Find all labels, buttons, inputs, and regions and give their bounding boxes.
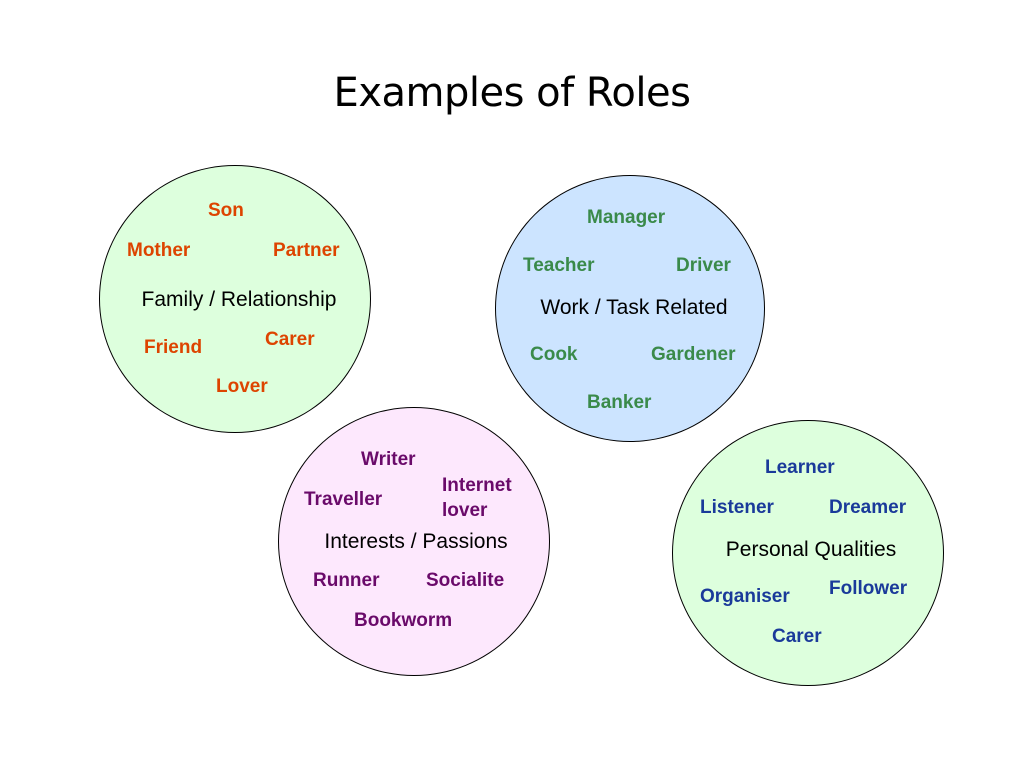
role-mother: Mother (127, 240, 191, 261)
category-interests-passions: Interests / Passions (324, 530, 508, 553)
role-bookworm: Bookworm (354, 610, 453, 631)
role-follower: Follower (829, 578, 908, 599)
interests-passions-circle (278, 407, 550, 676)
role-lover: Lover (216, 376, 268, 397)
role-teacher: Teacher (523, 255, 595, 276)
role-socialite: Socialite (426, 570, 505, 591)
role-carer-personal: Carer (772, 626, 822, 647)
role-learner: Learner (765, 457, 835, 478)
role-organiser: Organiser (700, 586, 790, 607)
role-driver: Driver (676, 255, 731, 276)
role-writer: Writer (361, 449, 416, 470)
role-banker: Banker (587, 392, 652, 413)
role-listener: Listener (700, 497, 774, 518)
role-runner: Runner (313, 570, 380, 591)
role-friend: Friend (144, 337, 203, 358)
role-partner: Partner (273, 240, 340, 261)
role-internet-lover: Internet lover (442, 475, 512, 521)
role-gardener: Gardener (651, 344, 736, 365)
role-son: Son (208, 200, 244, 221)
category-family-relationship: Family / Relationship (141, 288, 337, 311)
role-carer: Carer (265, 329, 315, 350)
slide-title: Examples of Roles (333, 70, 691, 116)
role-traveller: Traveller (304, 489, 383, 510)
category-personal-qualities: Personal Qualities (725, 538, 897, 561)
category-work-task: Work / Task Related (540, 296, 728, 319)
role-dreamer: Dreamer (829, 497, 907, 518)
personal-qualities-circle (672, 420, 944, 686)
role-cook: Cook (530, 344, 578, 365)
work-task-circle (495, 175, 765, 442)
family-relationship-circle (99, 165, 371, 433)
role-manager: Manager (587, 207, 666, 228)
